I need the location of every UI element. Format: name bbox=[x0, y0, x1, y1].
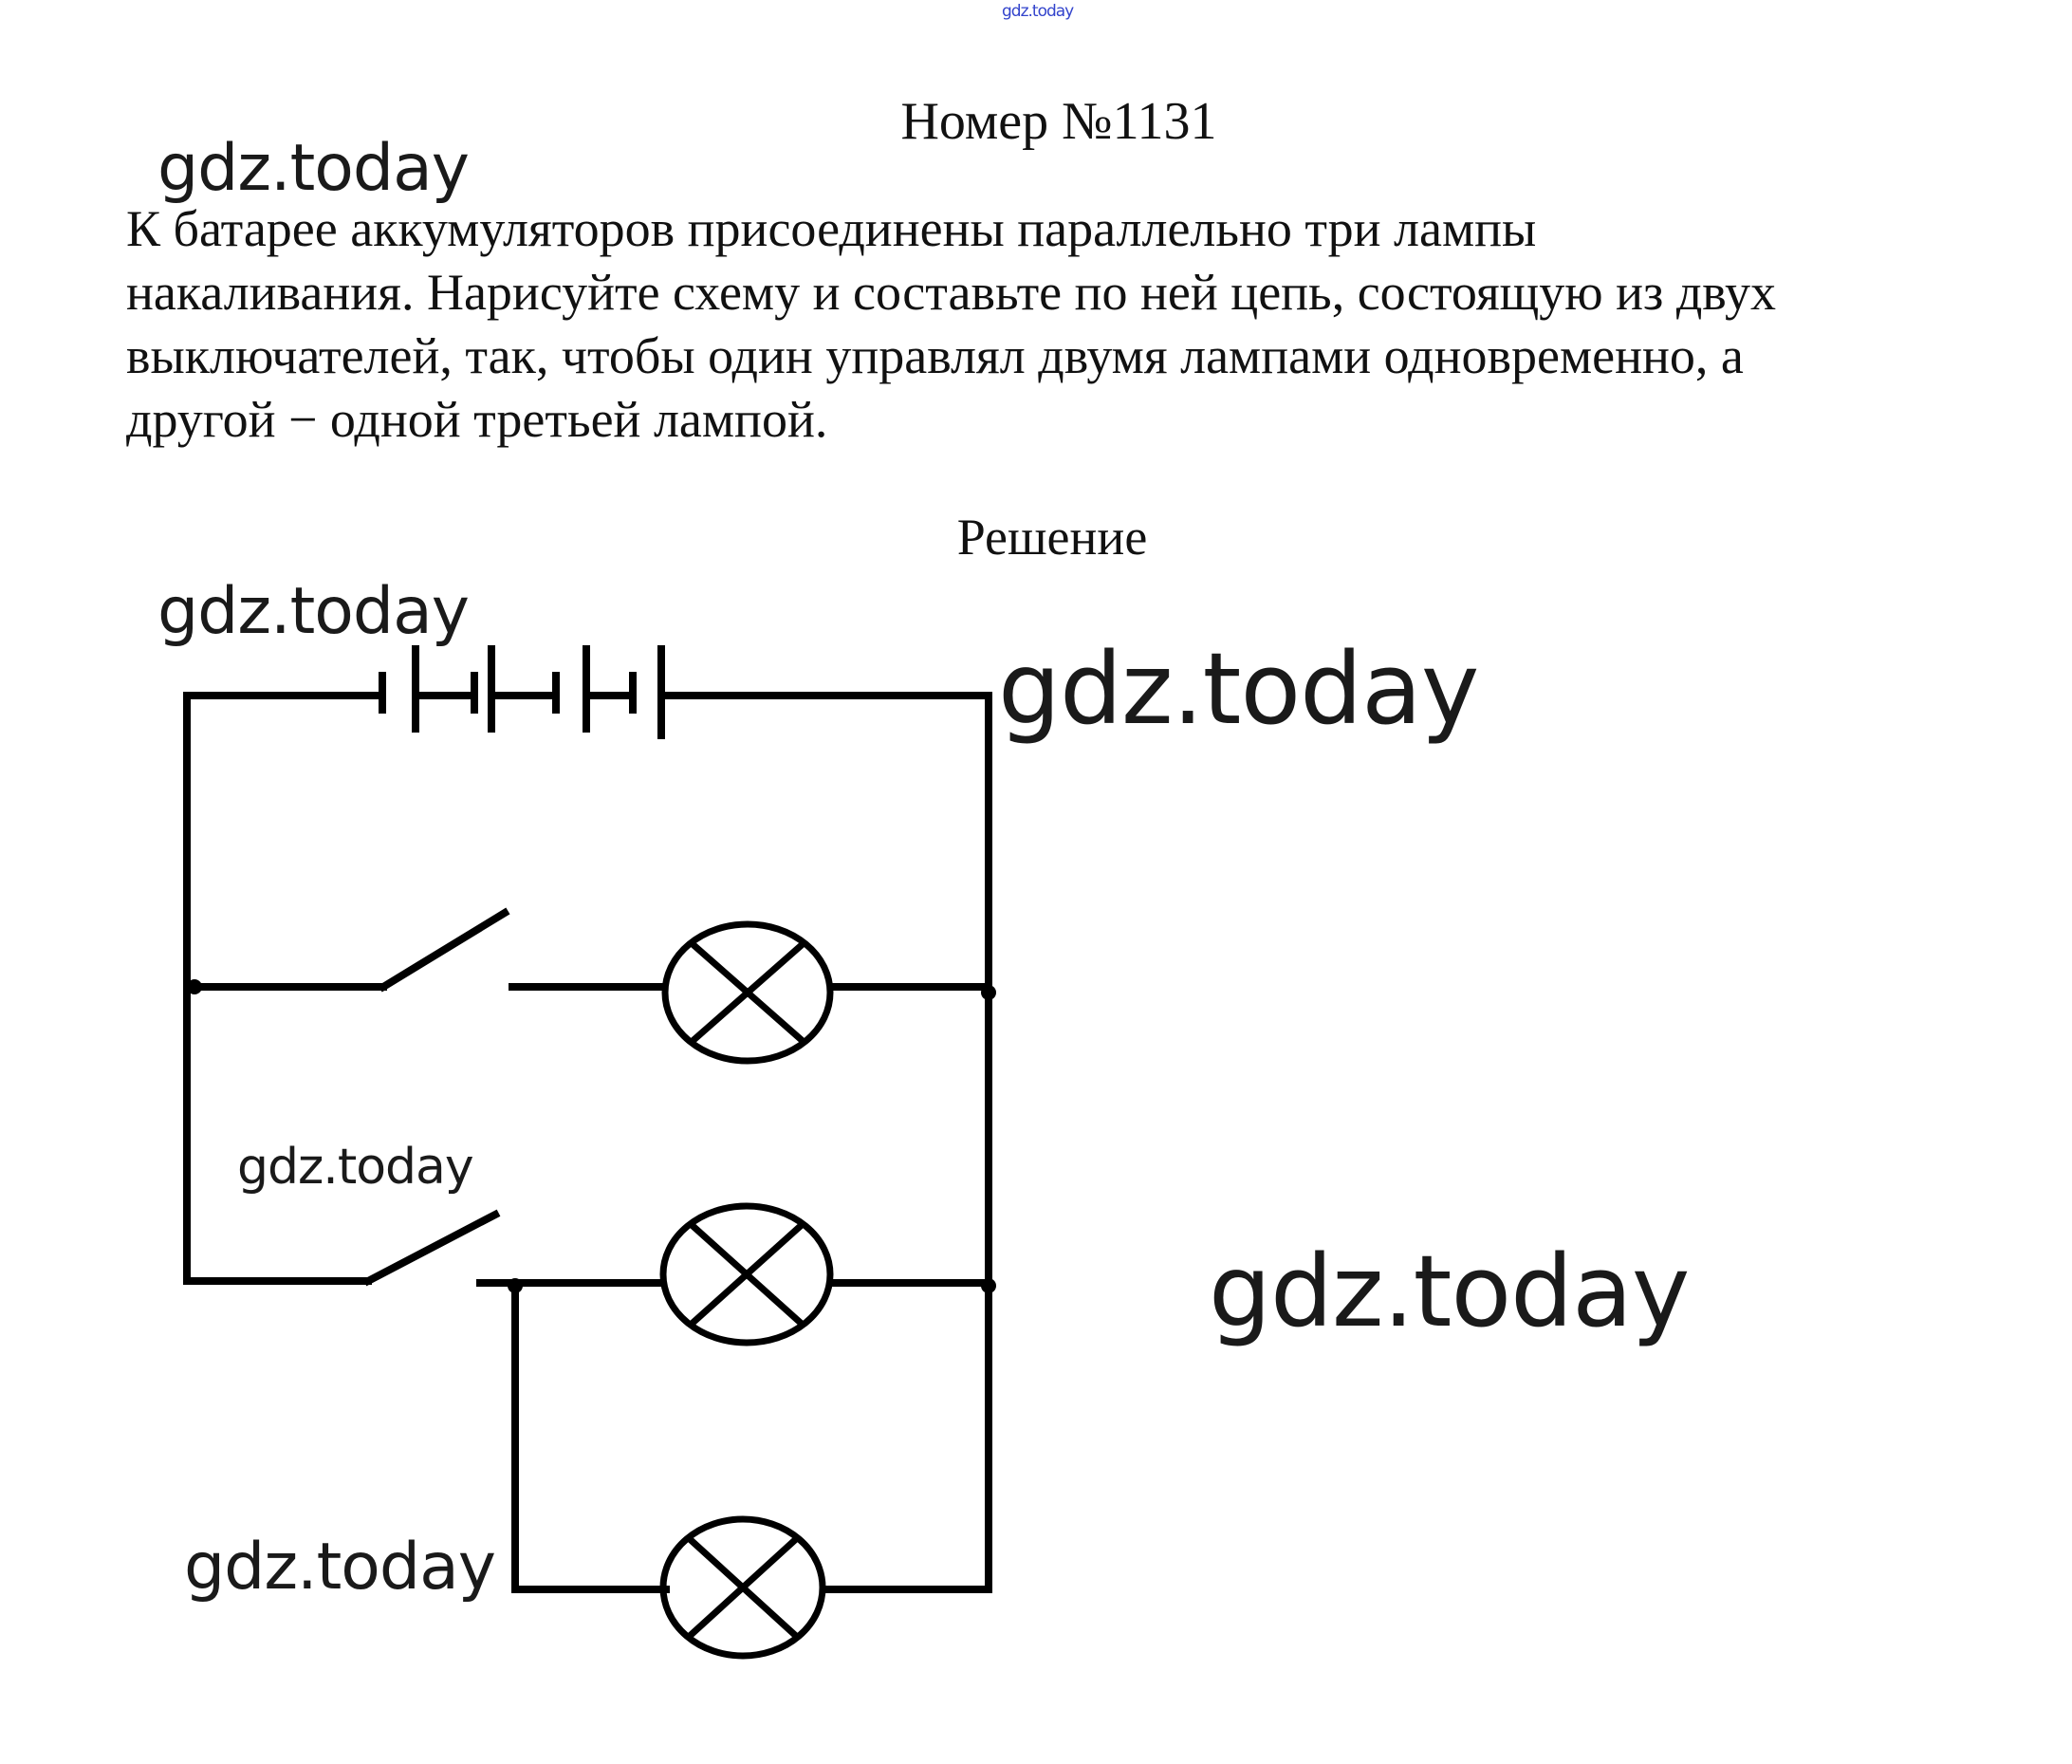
junction-dot bbox=[187, 979, 202, 994]
switch-1[interactable] bbox=[378, 907, 510, 993]
lamp-3 bbox=[659, 1515, 826, 1660]
junction-dot bbox=[508, 1278, 523, 1293]
junction-dot bbox=[981, 985, 996, 1000]
watermark: gdz.today bbox=[1209, 1234, 1690, 1349]
junction-dot bbox=[981, 1278, 996, 1293]
watermark: gdz.today bbox=[998, 631, 1479, 747]
page-title: Номер №1131 bbox=[900, 92, 1217, 151]
problem-line: выключателей, так, чтобы один управлял д… bbox=[126, 327, 1744, 384]
problem-line: накаливания. Нарисуйте схему и составьте… bbox=[126, 264, 1776, 321]
problem-statement: К батарее аккумуляторов присоединены пар… bbox=[126, 197, 1776, 452]
watermark: gdz.today bbox=[157, 574, 470, 649]
problem-line: другой − одной третьей лампой. bbox=[126, 391, 828, 448]
solution-heading: Решение bbox=[956, 509, 1148, 566]
lamp-2 bbox=[659, 1202, 834, 1346]
problem-line: К батарее аккумуляторов присоединены пар… bbox=[126, 200, 1537, 257]
switch-2[interactable] bbox=[362, 1209, 501, 1287]
watermark: gdz.today bbox=[157, 131, 470, 206]
watermark: gdz.today bbox=[184, 1530, 496, 1605]
lamp-1 bbox=[661, 920, 834, 1065]
watermark: gdz.today bbox=[237, 1139, 474, 1196]
battery-symbol bbox=[183, 645, 989, 739]
header-watermark[interactable]: gdz.today bbox=[1002, 2, 1074, 21]
